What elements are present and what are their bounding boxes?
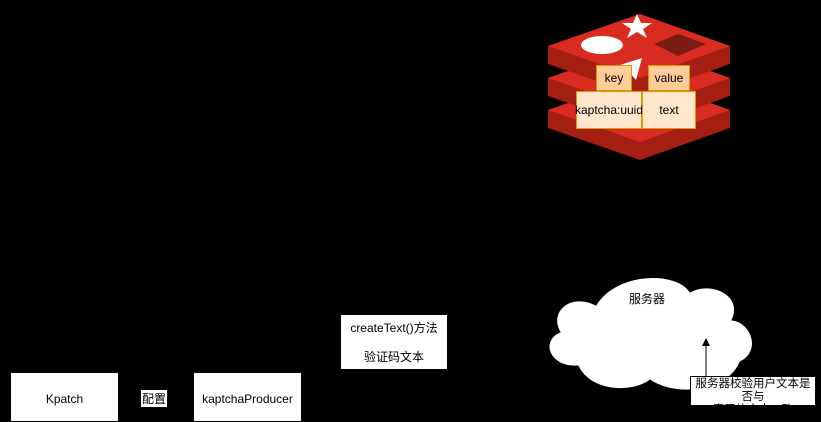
redis-value-cell: text [642, 91, 696, 129]
server-note-box: 服务器校验用户文本是否与 真正的文本一致 [690, 376, 816, 416]
create-text-method-label: createText()方法 [350, 321, 438, 335]
ellipse-icon [581, 36, 623, 54]
kpatch-box: Kpatch [10, 372, 119, 422]
star-icon [622, 14, 652, 38]
config-label: 配置 [141, 390, 168, 407]
diamond-icon [654, 34, 706, 56]
kaptcha-producer-label: kaptchaProducer [202, 392, 293, 406]
server-note-line2: 真正的文本一致 [712, 404, 794, 416]
note-arrow [702, 338, 710, 376]
redis-key-header: key [596, 65, 632, 91]
redis-value-header: value [648, 65, 690, 91]
server-note-line1: 服务器校验用户文本是否与 [695, 378, 811, 403]
create-text-box: createText()方法 验证码文本 [340, 314, 448, 370]
redis-key-cell: kaptcha:uuid [575, 91, 643, 129]
redis-logo-icon [548, 14, 730, 160]
captcha-text-label: 验证码文本 [363, 350, 424, 364]
server-label: 服务器 [629, 292, 666, 306]
kpatch-label: Kpatch [45, 392, 84, 406]
kaptcha-producer-box: kaptchaProducer [193, 372, 302, 422]
